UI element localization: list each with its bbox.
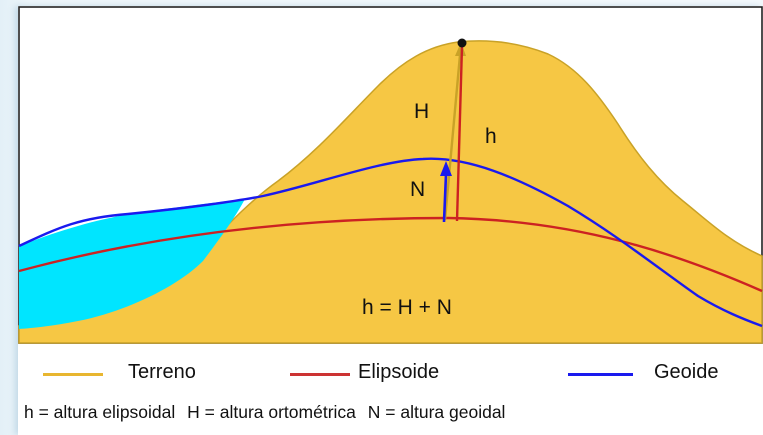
legend-label-terreno: Terreno [128, 361, 196, 383]
height-diagram: H h N h = H + N [18, 6, 763, 344]
orthometric-arrowhead [455, 42, 466, 56]
definition-H: H = altura ortométrica [187, 402, 356, 422]
geoid-curve [18, 157, 763, 328]
definition-h: h = altura elipsoidal [24, 402, 176, 422]
legend-swatch-terreno [43, 373, 103, 376]
definition-N: N = altura geoidal [367, 402, 506, 422]
geodesy-figure: H h N h = H + N Terreno Elipsoide Geoide… [18, 6, 763, 435]
label-h: h [485, 125, 497, 148]
geoid-undulation-arrowhead [440, 161, 452, 176]
ellipsoidal-height-line [455, 45, 464, 222]
formula-label: h = H + N [362, 296, 452, 319]
orthometric-height-line [443, 43, 463, 221]
legend-swatch-elipsoide [290, 373, 350, 376]
label-N: N [410, 178, 425, 201]
legend-label-elipsoide: Elipsoide [358, 361, 440, 383]
legend-swatch-geoide [568, 373, 633, 376]
ellipsoid-curve [18, 216, 763, 293]
terrain-point [457, 38, 467, 48]
legend-label-geoide: Geoide [654, 361, 719, 383]
label-H: H [414, 100, 429, 123]
definitions: h = altura elipsoidal H = altura ortomét… [24, 402, 512, 423]
geoid-undulation-arrow [442, 173, 448, 223]
water-area [19, 199, 245, 329]
